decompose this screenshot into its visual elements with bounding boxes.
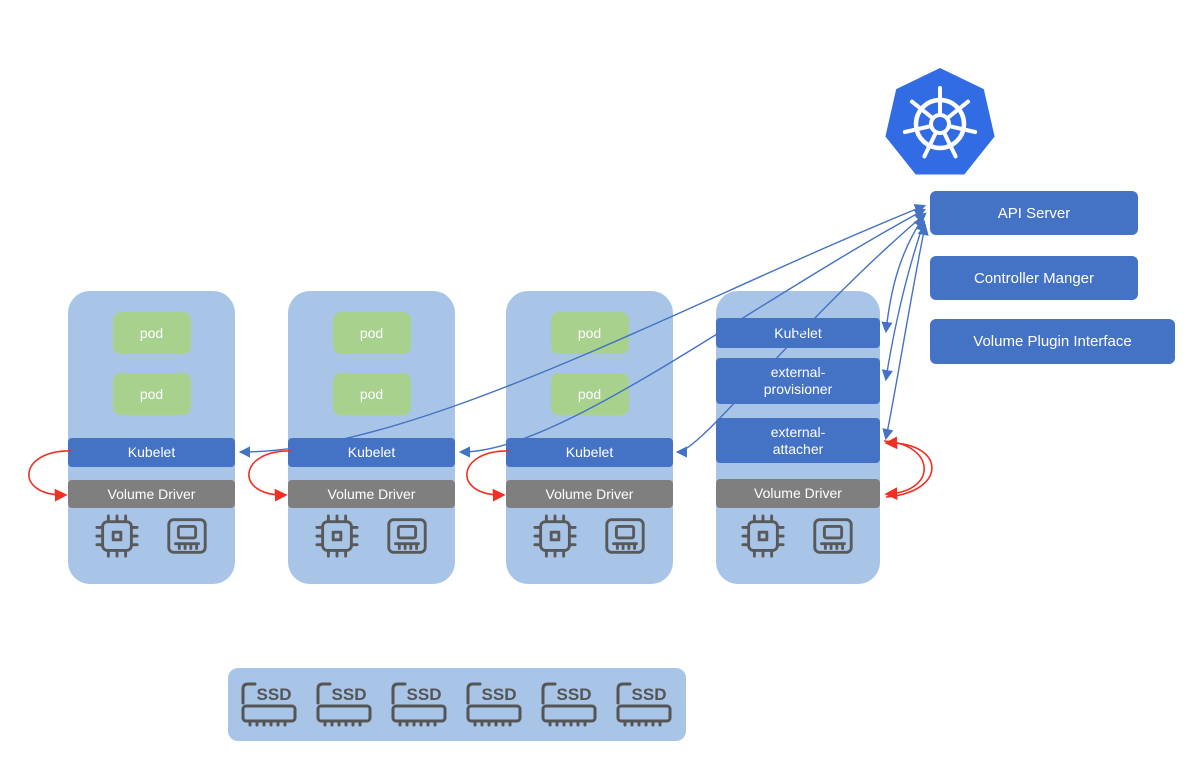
worker-node-3: pod pod Kubelet Volume Driver xyxy=(506,291,673,584)
ssd-icon: SSD xyxy=(541,682,596,726)
hardware-icons xyxy=(288,513,455,559)
controller-manager-box: Controller Manger xyxy=(930,256,1138,300)
pod-box: pod xyxy=(112,312,191,354)
controller-manager-label: Controller Manger xyxy=(973,269,1095,287)
ssd-label: SSD xyxy=(331,685,366,704)
kubernetes-logo-icon xyxy=(880,62,1000,182)
pod-label: pod xyxy=(139,325,164,341)
pod-box: pod xyxy=(332,373,411,415)
pod-label: pod xyxy=(577,325,602,341)
kubelet-label: Kubelet xyxy=(347,444,396,461)
volume-driver-bar: Volume Driver xyxy=(506,480,673,508)
cpu-icon xyxy=(314,514,359,558)
external-attacher-bar: external- attacher xyxy=(716,418,880,463)
arrow-volumedriver-attacher xyxy=(884,436,933,498)
arrow-kubelet-volumedriver-2 xyxy=(248,450,292,502)
ssd-icon: SSD xyxy=(616,682,671,726)
pod-label: pod xyxy=(359,325,384,341)
external-provisioner-bar: external- provisioner xyxy=(716,358,880,404)
volume-plugin-interface-box: Volume Plugin Interface xyxy=(930,319,1175,364)
volume-plugin-interface-label: Volume Plugin Interface xyxy=(973,333,1132,350)
volume-driver-bar: Volume Driver xyxy=(716,479,880,508)
hardware-icons xyxy=(68,513,235,559)
api-server-label: API Server xyxy=(997,204,1071,222)
arrow-apiserver-kubelet-4 xyxy=(881,216,925,334)
kubelet-bar: Kubelet xyxy=(716,318,880,348)
kubelet-label: Kubelet xyxy=(565,444,614,461)
volume-driver-label: Volume Driver xyxy=(107,485,196,502)
external-provisioner-label-line2: provisioner xyxy=(763,381,833,397)
worker-node-2: pod pod Kubelet Volume Driver xyxy=(288,291,455,584)
ssd-label: SSD xyxy=(256,685,291,704)
ssd-label: SSD xyxy=(631,685,666,704)
ssd-icon: SSD xyxy=(316,682,371,726)
pod-box: pod xyxy=(550,373,629,415)
pod-box: pod xyxy=(332,312,411,354)
memory-icon xyxy=(166,518,207,554)
arrow-kubelet-volumedriver-3 xyxy=(466,450,510,502)
arrow-apiserver-external-provisioner xyxy=(881,219,927,382)
memory-icon xyxy=(813,518,853,554)
ssd-label: SSD xyxy=(481,685,516,704)
volume-driver-label: Volume Driver xyxy=(327,485,416,502)
external-attacher-label-line2: attacher xyxy=(772,440,824,457)
pod-box: pod xyxy=(112,373,191,415)
ssd-label: SSD xyxy=(406,685,441,704)
external-provisioner-label-line1: external- xyxy=(770,364,826,381)
kubelet-bar: Kubelet xyxy=(506,438,673,467)
cpu-icon xyxy=(741,514,785,558)
volume-driver-bar: Volume Driver xyxy=(68,480,235,508)
csi-node-4: Kubelet external- provisioner external- … xyxy=(716,291,880,584)
arrow-kubelet-volumedriver-1 xyxy=(28,450,72,502)
kubelet-bar: Kubelet xyxy=(288,438,455,467)
volume-driver-label: Volume Driver xyxy=(754,485,842,502)
ssd-storage-pool: SSD SSD SSD SSD SSD SSD xyxy=(228,668,686,741)
api-server-box: API Server xyxy=(930,191,1138,235)
arrow-attacher-volumedriver xyxy=(883,440,925,500)
external-attacher-label-line1: external- xyxy=(770,423,826,440)
pod-box: pod xyxy=(550,312,629,354)
volume-driver-bar: Volume Driver xyxy=(288,480,455,508)
worker-node-1: pod pod Kubelet Volume Driver xyxy=(68,291,235,584)
kubelet-label: Kubelet xyxy=(774,324,822,341)
memory-icon xyxy=(386,518,427,554)
memory-icon xyxy=(604,518,645,554)
pod-label: pod xyxy=(139,386,164,402)
kubelet-bar: Kubelet xyxy=(68,438,235,467)
cpu-icon xyxy=(94,514,139,558)
hardware-icons xyxy=(506,513,673,559)
ssd-label: SSD xyxy=(556,685,591,704)
volume-driver-label: Volume Driver xyxy=(545,485,634,502)
ssd-icon: SSD xyxy=(391,682,446,726)
cpu-icon xyxy=(532,514,577,558)
pod-label: pod xyxy=(359,386,384,402)
kubelet-label: Kubelet xyxy=(127,444,176,461)
pod-label: pod xyxy=(577,386,602,402)
ssd-icon: SSD xyxy=(466,682,521,726)
ssd-icon: SSD xyxy=(241,682,296,726)
hardware-icons xyxy=(716,513,880,559)
arrow-apiserver-external-attacher xyxy=(882,223,929,441)
